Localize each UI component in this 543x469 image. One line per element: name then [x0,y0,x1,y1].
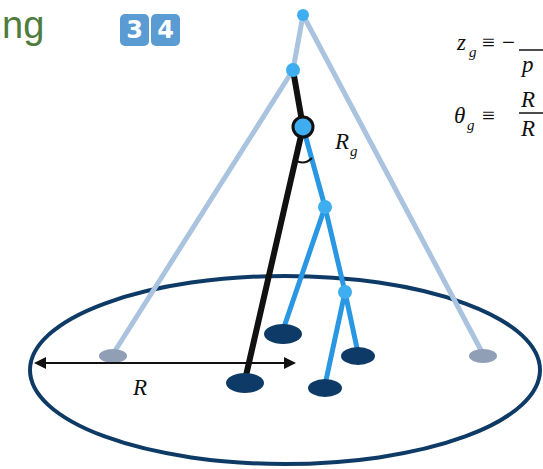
math-operator: ≡ [482,31,495,54]
math-operator: − [502,31,515,54]
math-symbol: θ [454,104,465,127]
keycap-box: 4 [151,14,180,46]
disk-outline [30,276,540,464]
heading-fragment: ng [2,6,44,44]
math-symbol: R [521,117,535,140]
radius-arrow [34,357,296,369]
math-subscript: g [469,45,477,60]
math-symbol: p [522,53,534,76]
keycap-digit: 3 [126,18,143,42]
radius-label: R [133,376,147,399]
radius-subscript: g [350,144,358,159]
tree-nodes [286,9,352,299]
black-branch [245,70,303,380]
fraction-bar [519,112,543,114]
fraction-bar [519,49,543,51]
math-operator: ≡ [482,104,495,127]
math-symbol: z [457,31,466,54]
faded-leaf [99,349,127,363]
keycap-digit: 4 [157,18,174,42]
faded-leaf [469,349,497,363]
angle-arc [295,158,312,163]
leaves [226,324,375,397]
math-symbol: R [521,88,535,111]
faded-tree [113,15,483,354]
keycap-box: 3 [120,14,149,46]
root-node [293,117,313,137]
math-subscript: g [467,118,475,133]
blue-subtree [283,127,358,385]
radius-label: R [335,130,349,153]
